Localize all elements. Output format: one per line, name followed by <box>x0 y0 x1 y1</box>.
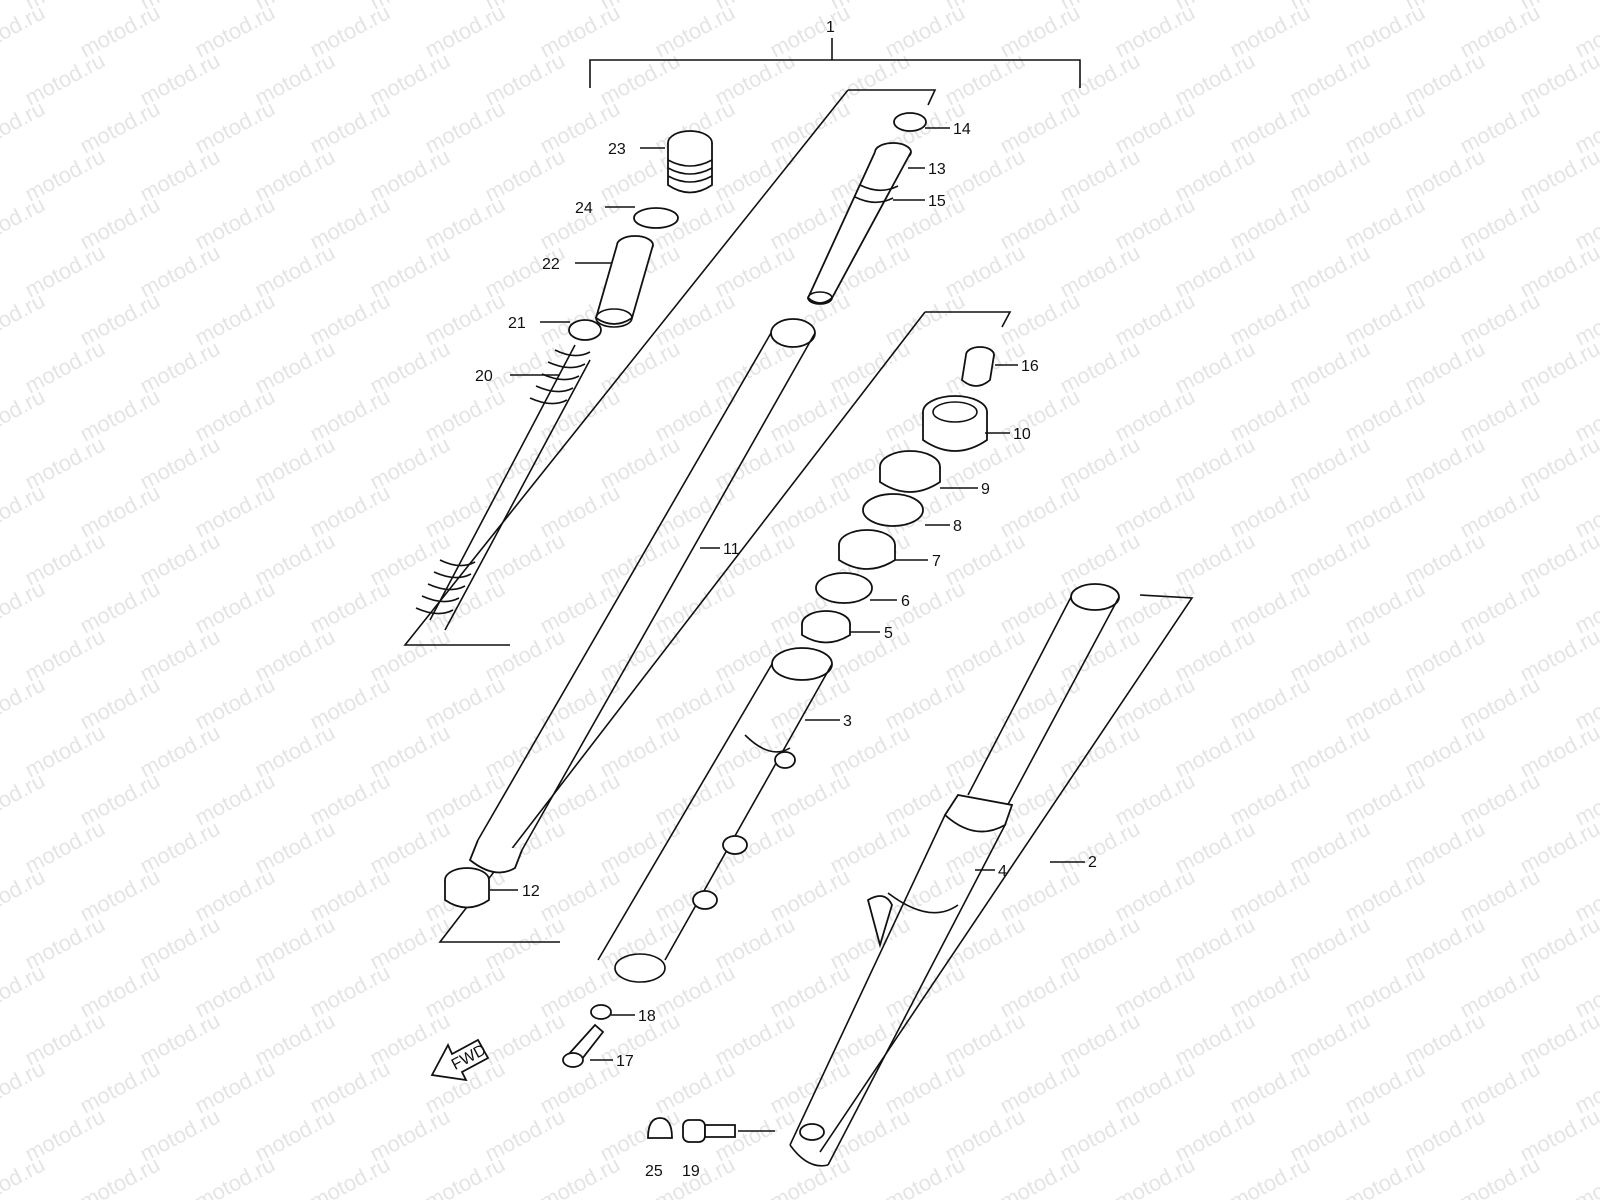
part-drawings: FWD <box>415 112 1120 1167</box>
watermark-text: motod.ru <box>0 576 49 639</box>
spacer-22 <box>594 235 654 328</box>
callout-23: 23 <box>608 141 626 158</box>
watermark-text: motod.ru <box>1226 1152 1314 1200</box>
watermark-text: motod.ru <box>191 1152 279 1200</box>
cap-25 <box>647 1117 673 1139</box>
callout-17: 17 <box>616 1053 634 1070</box>
watermark-text: motod.ru <box>1111 1152 1199 1200</box>
bolt-17 <box>562 1023 605 1068</box>
watermark-text: motod.ru <box>0 288 49 351</box>
spring-20 <box>415 344 591 631</box>
callout-22: 22 <box>542 256 560 273</box>
ring-14 <box>893 112 927 132</box>
watermark-text: motod.ru <box>1341 1152 1429 1200</box>
oil-seal-7 <box>838 529 896 570</box>
lower-leg-2-4 <box>789 583 1120 1167</box>
watermark-text: motod.ru <box>0 96 49 159</box>
washer-6 <box>815 572 873 604</box>
callout-2: 2 <box>1088 854 1097 871</box>
watermark-text: motod.ru <box>421 1152 509 1200</box>
callout-10: 10 <box>1013 426 1031 443</box>
watermark-text: motod.ru <box>1456 1152 1544 1200</box>
dust-seal-10 <box>922 395 988 452</box>
watermark-text: motod.ru <box>306 1152 394 1200</box>
callout-13: 13 <box>928 161 946 178</box>
leader-lines <box>490 127 1085 1061</box>
frame-outer-tube <box>438 311 1012 943</box>
bushing-5 <box>801 610 851 644</box>
watermark-text: motod.ru <box>0 960 49 1023</box>
callout-21: 21 <box>508 315 526 332</box>
inner-tube-11 <box>468 318 816 874</box>
watermark-text: motod.ru <box>76 1152 164 1200</box>
outer-tube-3 <box>597 647 833 983</box>
callout-1: 1 <box>826 19 835 36</box>
collar-16 <box>961 346 995 387</box>
callout-24: 24 <box>575 200 593 217</box>
watermark-text: motod.ru <box>536 1152 624 1200</box>
callout-8: 8 <box>953 518 962 535</box>
callout-11: 11 <box>723 541 740 558</box>
assembly-frames <box>403 38 1194 1153</box>
frame-lower-leg <box>819 594 1194 1153</box>
callout-labels: 1 2 3 4 5 6 7 8 9 10 11 12 13 14 15 16 1… <box>475 19 1097 1180</box>
bolt-19 <box>682 1119 775 1143</box>
watermark-text: motod.ru <box>0 768 49 831</box>
watermark-text: motod.ru <box>881 1152 969 1200</box>
callout-16: 16 <box>1021 358 1039 375</box>
bracket-1 <box>589 38 1081 88</box>
watermark-text: motod.ru <box>0 864 49 927</box>
washer-18 <box>590 1004 612 1020</box>
callout-4: 4 <box>998 863 1007 880</box>
watermark-text: motod.ru <box>0 192 49 255</box>
damper-rod-13-15 <box>806 142 912 305</box>
frame-inner-tube <box>403 89 937 646</box>
callout-19: 19 <box>682 1163 700 1180</box>
watermark-text: motod.ru <box>0 672 49 735</box>
watermark-text: motod.ru <box>1571 1152 1600 1200</box>
stopper-ring-9 <box>879 450 941 493</box>
callout-7: 7 <box>932 553 941 570</box>
callout-9: 9 <box>981 481 990 498</box>
watermark-text: motod.ru <box>996 1152 1084 1200</box>
watermark-text: motod.ru <box>0 0 49 62</box>
callout-25: 25 <box>645 1163 663 1180</box>
o-ring-24 <box>633 207 679 229</box>
callout-3: 3 <box>843 713 852 730</box>
watermark-text: motod.ru <box>0 1056 49 1119</box>
callout-20: 20 <box>475 368 493 385</box>
callout-18: 18 <box>638 1008 656 1025</box>
callout-15: 15 <box>928 193 946 210</box>
callout-12: 12 <box>522 883 540 900</box>
callout-6: 6 <box>901 593 910 610</box>
bushing-12 <box>444 867 490 909</box>
cap-bolt-23 <box>667 130 713 194</box>
washer-21 <box>568 319 602 341</box>
ring-8 <box>862 493 924 527</box>
callout-5: 5 <box>884 625 893 642</box>
watermark-text: motod.ru <box>0 384 49 447</box>
watermark-text: motod.ru <box>766 1152 854 1200</box>
watermark-text: motod.ru <box>0 480 49 543</box>
callout-14: 14 <box>953 121 971 138</box>
